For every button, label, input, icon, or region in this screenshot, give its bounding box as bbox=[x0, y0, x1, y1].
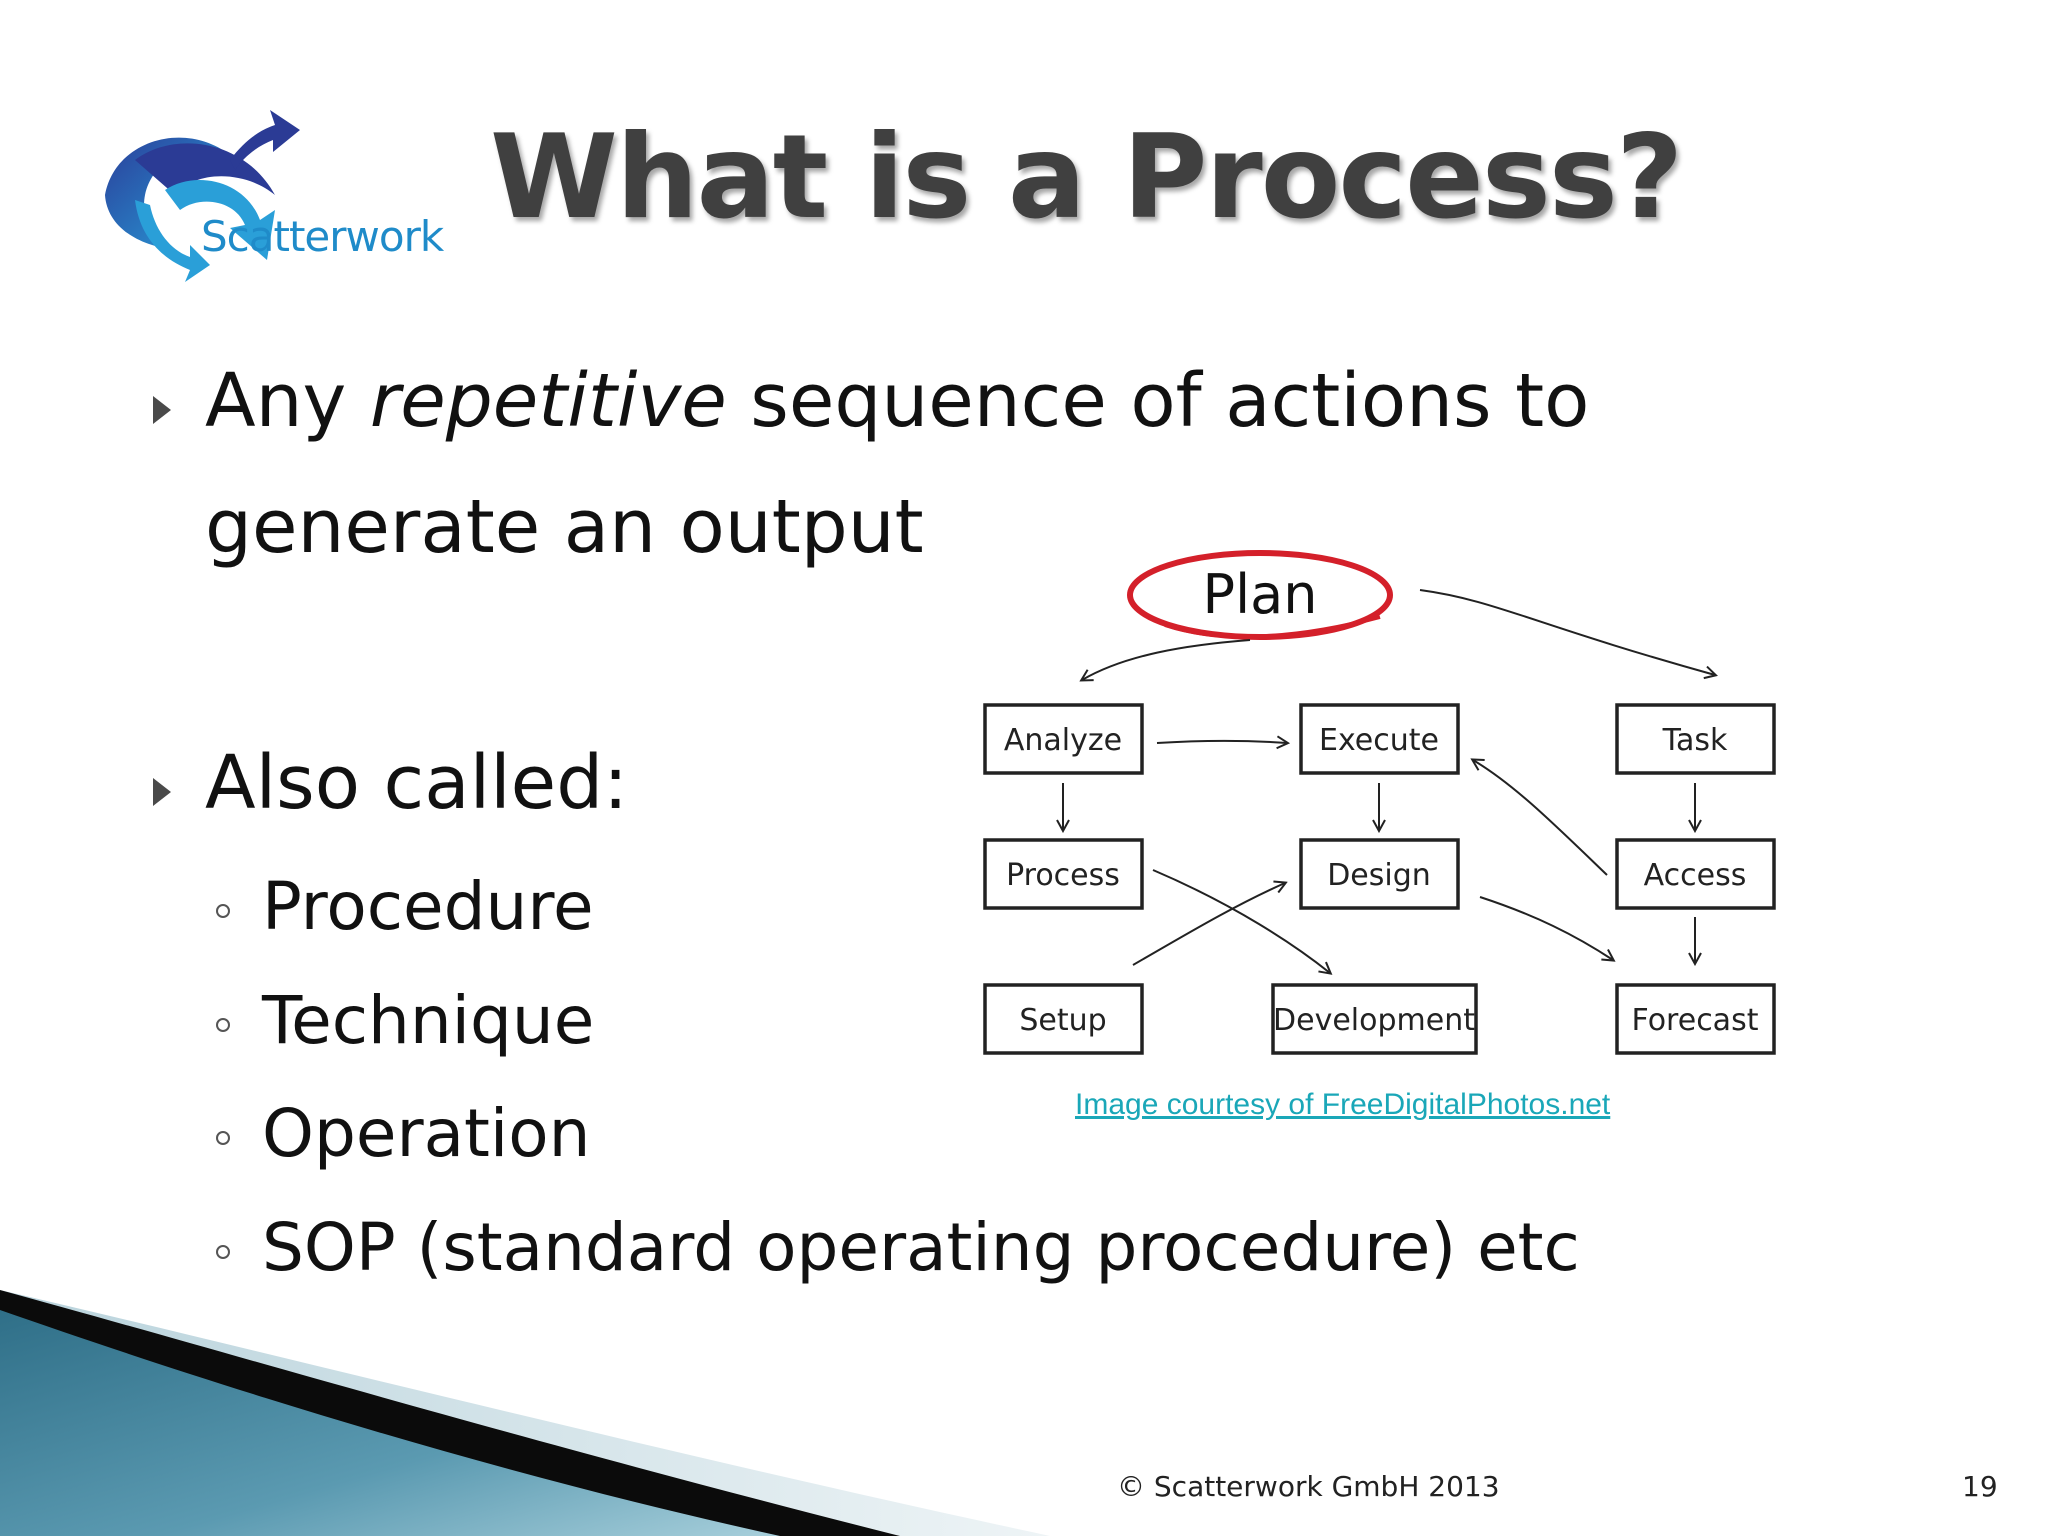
box-forecast-label: Forecast bbox=[1632, 1003, 1759, 1038]
logo-swirl-icon bbox=[105, 110, 300, 282]
process-diagram: Plan Analyze Execute Task Process D bbox=[975, 545, 1800, 1070]
logo-text: Scatterwork bbox=[201, 212, 444, 261]
plan-label: Plan bbox=[1203, 563, 1318, 626]
box-design-label: Design bbox=[1327, 858, 1431, 893]
image-credit-link[interactable]: Image courtesy of FreeDigitalPhotos.net bbox=[1075, 1088, 1611, 1121]
bullet-arrow-icon bbox=[153, 778, 171, 806]
box-design bbox=[1299, 838, 1460, 910]
arrow-access-execute bbox=[1473, 760, 1608, 876]
sub-bullet-circle-icon bbox=[216, 904, 230, 918]
box-execute-label: Execute bbox=[1319, 723, 1439, 758]
sub-bullet-circle-icon bbox=[216, 1018, 230, 1032]
box-access-label: Access bbox=[1644, 858, 1747, 893]
box-task bbox=[1615, 703, 1776, 775]
box-forecast bbox=[1615, 983, 1776, 1055]
box-setup bbox=[983, 983, 1144, 1055]
arrow-design-forecast bbox=[1479, 896, 1613, 960]
scatterwork-logo: Scatterwork bbox=[95, 100, 455, 290]
sub-bullet-item: Technique bbox=[262, 982, 595, 1059]
box-setup-label: Setup bbox=[1019, 1003, 1106, 1038]
box-process-label: Process bbox=[1006, 858, 1120, 893]
page-number: 19 bbox=[1962, 1470, 1998, 1503]
arrow-plan-task bbox=[1419, 589, 1715, 675]
box-development-label: Development bbox=[1273, 1003, 1475, 1038]
arrow-plan-analyze bbox=[1082, 639, 1251, 680]
sub-bullet-item: SOP (standard operating procedure) etc bbox=[262, 1209, 1580, 1286]
bullet-definition: Any repetitive sequence of actions to bbox=[205, 358, 1589, 444]
box-execute bbox=[1299, 703, 1460, 775]
box-analyze bbox=[983, 703, 1144, 775]
arrow-process-development bbox=[1152, 869, 1330, 973]
box-development bbox=[1271, 983, 1478, 1055]
bullet-definition-suffix: sequence of actions to bbox=[726, 358, 1590, 444]
box-analyze-label: Analyze bbox=[1004, 723, 1122, 758]
plan-ellipse: Plan bbox=[1127, 550, 1393, 640]
bullet-definition-prefix: Any bbox=[205, 358, 370, 444]
box-task-label: Task bbox=[1662, 723, 1728, 758]
arrow-setup-design bbox=[1132, 883, 1285, 966]
sub-bullet-circle-icon bbox=[216, 1245, 230, 1259]
box-access bbox=[1615, 838, 1776, 910]
sub-bullet-item: Procedure bbox=[262, 868, 594, 945]
slide-title: What is a Process? bbox=[490, 110, 1683, 245]
bottom-swoosh-decoration bbox=[0, 1290, 1050, 1536]
box-process bbox=[983, 838, 1144, 910]
bullet-arrow-icon bbox=[153, 396, 171, 424]
bullet-definition-emphasis: repetitive bbox=[369, 358, 727, 444]
arrow-analyze-execute bbox=[1156, 741, 1287, 743]
sub-bullet-item: Operation bbox=[262, 1095, 591, 1172]
footer-copyright: © Scatterwork GmbH 2013 bbox=[1117, 1470, 1500, 1503]
bullet-definition-line2: generate an output bbox=[205, 484, 924, 570]
bullet-also-called: Also called: bbox=[205, 740, 629, 826]
sub-bullet-circle-icon bbox=[216, 1131, 230, 1145]
